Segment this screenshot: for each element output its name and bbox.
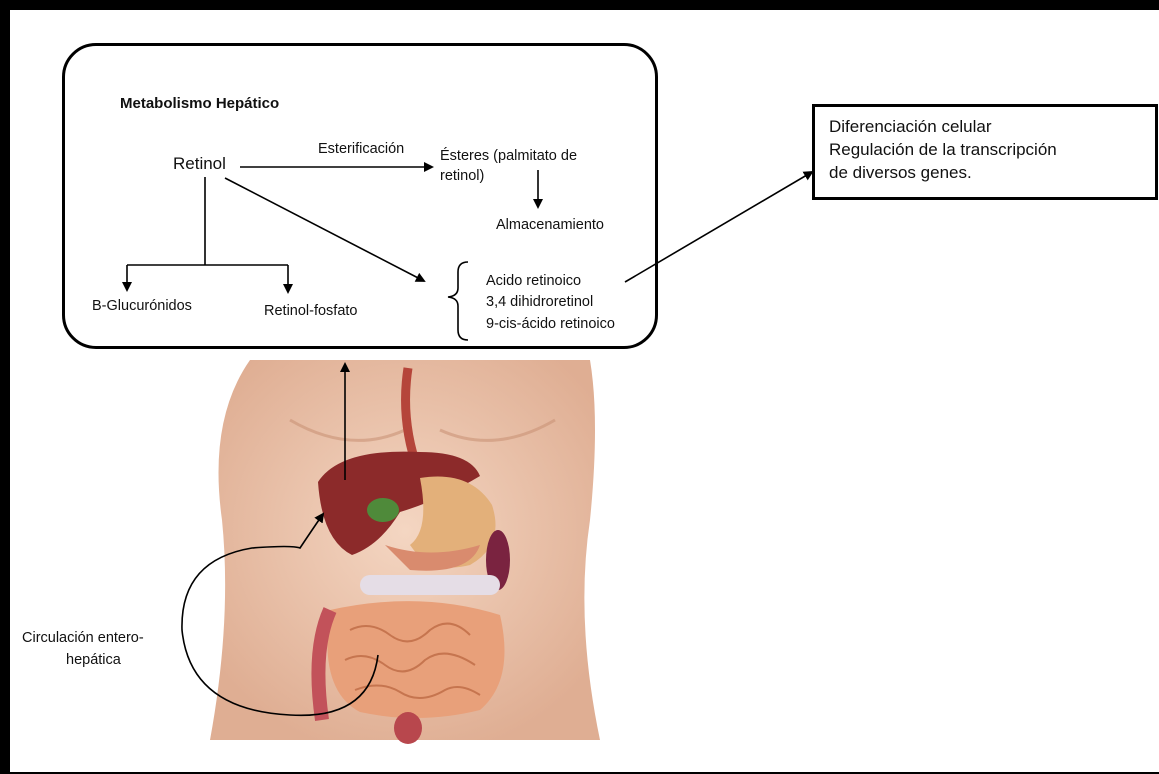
metabolites-brace (448, 262, 468, 340)
arrow-to-effects (625, 172, 812, 282)
enterohepatic-circulation-arrow (182, 514, 378, 715)
